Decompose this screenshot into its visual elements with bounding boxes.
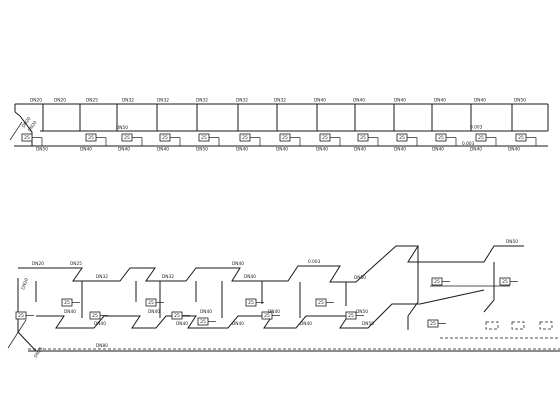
main-label-1-3: DN32 <box>122 98 134 104</box>
unit-box-1-5-label: 25 <box>242 135 248 141</box>
sub-label-2-6: DN40 <box>268 309 280 315</box>
sub-label-2-5: DN40 <box>232 321 244 327</box>
main-label-1-6: DN32 <box>236 98 248 104</box>
main-label-2-4: DN40 <box>232 261 244 267</box>
unit-box-2-10-label: 25 <box>434 279 440 285</box>
sub-label-2-3: DN40 <box>176 321 188 327</box>
branch-label-1-6: DN40 <box>276 147 288 153</box>
unit-box-2-6-label: 25 <box>248 300 254 306</box>
unit-box-1-0-label: 25 <box>24 135 30 141</box>
equipment-outline-2-2 <box>539 321 553 330</box>
main-label-1-1: DN20 <box>54 98 66 104</box>
unit-box-2-9-label: 25 <box>348 313 354 319</box>
main-label-1-12: DN40 <box>474 98 486 104</box>
main-label-2-7: DN50 <box>506 239 518 245</box>
branch-label-1-5: DN40 <box>236 147 248 153</box>
unit-box-1-10-label: 25 <box>438 135 444 141</box>
sub-label-2-4: DN40 <box>200 309 212 315</box>
unit-box-1-2-label: 25 <box>124 135 130 141</box>
unit-box-1-7-label: 25 <box>322 135 328 141</box>
riser-bend-1 <box>14 111 21 117</box>
unit-box-1-1-label: 25 <box>88 135 94 141</box>
bottom-label-2: DN80 <box>96 343 108 349</box>
lower-header-2 <box>36 303 420 329</box>
unit-box-1-8-label: 25 <box>360 135 366 141</box>
equipment-outline-2-1 <box>511 321 525 330</box>
unit-box-2-3-label: 25 <box>148 300 154 306</box>
main-label-2-5: DN40 <box>244 274 256 280</box>
unit-box-1-11-label: 25 <box>478 135 484 141</box>
slope-label-1a: 0.003 <box>470 125 483 131</box>
sub-label-2-0: DN40 <box>64 309 76 315</box>
slope-label-1b: 0.003 <box>462 141 475 147</box>
main-label-2-2: DN32 <box>96 274 108 280</box>
main-label-2-6: DN50 <box>354 275 366 281</box>
main-label-2-1: DN25 <box>70 261 82 267</box>
right-riser-2b <box>483 262 495 313</box>
branch-label-1-3: DN40 <box>157 147 169 153</box>
branch-label-1-0: DN50 <box>36 147 48 153</box>
inlet-branch-1 <box>9 121 23 141</box>
unit-box-2-12-label: 25 <box>430 321 436 327</box>
main-label-1-5: DN32 <box>196 98 208 104</box>
main-label-1-7: DN32 <box>274 98 286 104</box>
unit-box-2-2-label: 25 <box>92 313 98 319</box>
right-riser-2a <box>407 246 419 330</box>
sub-label-2-9: DN50 <box>356 309 368 315</box>
unit-box-1-6-label: 25 <box>282 135 288 141</box>
unit-box-2-5-label: 25 <box>200 319 206 325</box>
branch-label-1-9: DN40 <box>394 147 406 153</box>
unit-box-2-0-label: 25 <box>18 313 24 319</box>
branch-label-1-4: DN50 <box>196 147 208 153</box>
main-label-1-4: DN32 <box>157 98 169 104</box>
slope-label-2: 0.003 <box>308 259 321 265</box>
main-label-1-0: DN20 <box>30 98 42 104</box>
sub-label-2-1: DN40 <box>94 321 106 327</box>
branch-label-1-12: DN40 <box>508 147 520 153</box>
equipment-outline-2-0 <box>485 321 499 330</box>
unit-box-2-8-label: 25 <box>318 300 324 306</box>
branch-label-1-8: DN40 <box>354 147 366 153</box>
unit-box-2-1-label: 25 <box>64 300 70 306</box>
main-label-2-3: DN32 <box>162 274 174 280</box>
right-link-2 <box>419 289 485 305</box>
main-label-1-8: DN40 <box>314 98 326 104</box>
unit-box-2-4-label: 25 <box>174 313 180 319</box>
unit-box-2-11-label: 25 <box>502 279 508 285</box>
main-label-1-10: DN40 <box>394 98 406 104</box>
unit-box-1-9-label: 25 <box>399 135 405 141</box>
main-label-1-13: DN50 <box>514 98 526 104</box>
unit-box-1-3-label: 25 <box>162 135 168 141</box>
sub-label-2-2: DN40 <box>148 309 160 315</box>
branch-label-1-10: DN40 <box>432 147 444 153</box>
sub-label-2-8: DN50 <box>362 321 374 327</box>
branch-label-1-7: DN40 <box>316 147 328 153</box>
branch-label-1-extra: DN50 <box>116 125 128 131</box>
inlet-label-2a: DN20 <box>20 277 30 291</box>
branch-label-1-2: DN40 <box>118 147 130 153</box>
branch-label-1-11: DN40 <box>470 147 482 153</box>
inlet-branch-2 <box>7 319 27 349</box>
inlet-label-1b: DN20 <box>27 120 39 133</box>
main-label-1-2: DN25 <box>86 98 98 104</box>
main-label-2-0: DN20 <box>32 261 44 267</box>
unit-box-1-12-label: 25 <box>518 135 524 141</box>
inlet-label-2b: DN25 <box>33 346 45 359</box>
branch-label-1-1: DN40 <box>80 147 92 153</box>
supply-header-2 <box>18 245 524 283</box>
unit-box-1-4-label: 25 <box>201 135 207 141</box>
main-label-1-9: DN40 <box>353 98 365 104</box>
sub-label-2-7: DN40 <box>300 321 312 327</box>
unit-box-2-7-label: 25 <box>264 313 270 319</box>
main-label-1-11: DN40 <box>434 98 446 104</box>
inlet-label-1a: DN20 <box>21 116 33 129</box>
